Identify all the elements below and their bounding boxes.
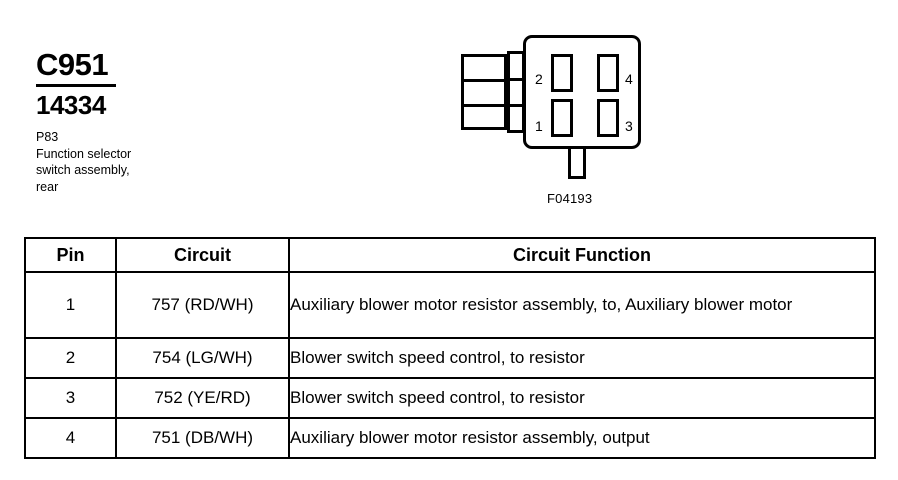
column-header-circuit: Circuit — [115, 237, 290, 273]
table-row: 2 754 (LG/WH) Blower switch speed contro… — [24, 337, 876, 379]
connector-identification-block: C951 14334 P83 Function selector switch … — [36, 48, 216, 195]
terminal-slot-pin-3 — [597, 99, 619, 137]
table-header: Pin Circuit Circuit Function — [24, 237, 876, 273]
identification-divider-rule — [36, 84, 116, 87]
connector-diagram: 2 4 1 3 F04193 — [452, 28, 662, 218]
cell-circuit: 757 (RD/WH) — [115, 271, 290, 339]
table-body: 1 757 (RD/WH) Auxiliary blower motor res… — [24, 271, 876, 459]
cell-pin: 4 — [24, 417, 117, 459]
terminal-slot-pin-1 — [551, 99, 573, 137]
table-row: 4 751 (DB/WH) Auxiliary blower motor res… — [24, 417, 876, 459]
cell-function: Auxiliary blower motor resistor assembly… — [288, 417, 876, 459]
connector-bottom-tab-icon — [568, 146, 586, 179]
cell-function: Blower switch speed control, to resistor — [288, 337, 876, 379]
table-header-row: Pin Circuit Circuit Function — [24, 237, 876, 273]
column-header-function: Circuit Function — [288, 237, 876, 273]
cell-pin: 1 — [24, 271, 117, 339]
cell-pin: 2 — [24, 337, 117, 379]
terminal-slot-pin-2 — [551, 54, 573, 92]
description-line-3: switch assembly, — [36, 163, 130, 177]
description-line-2: Function selector — [36, 146, 132, 161]
table-row: 1 757 (RD/WH) Auxiliary blower motor res… — [24, 271, 876, 339]
latch-block-divider-1 — [464, 79, 504, 82]
column-header-pin: Pin — [24, 237, 117, 273]
connector-id-label: C951 — [36, 47, 109, 82]
pin-assignment-table: Pin Circuit Circuit Function 1 757 (RD/W… — [24, 237, 876, 459]
cell-pin: 3 — [24, 377, 117, 419]
pin-number-2-label: 2 — [535, 71, 543, 87]
cell-circuit: 752 (YE/RD) — [115, 377, 290, 419]
terminal-slot-pin-4 — [597, 54, 619, 92]
description-line-1: P83 — [36, 130, 59, 144]
part-number-label: 14334 — [36, 90, 106, 120]
description-line-4: rear — [36, 179, 59, 194]
pin-number-4-label: 4 — [625, 71, 633, 87]
cell-function: Auxiliary blower motor resistor assembly… — [288, 271, 876, 339]
pin-number-1-label: 1 — [535, 118, 543, 134]
connector-body-outline: 2 4 1 3 — [523, 35, 641, 149]
connector-description-block: P83 Function selector switch assembly, r… — [36, 129, 216, 195]
latch-block-divider-2 — [464, 104, 504, 107]
figure-caption: F04193 — [547, 191, 593, 206]
cell-function: Blower switch speed control, to resistor — [288, 377, 876, 419]
table-row: 3 752 (YE/RD) Blower switch speed contro… — [24, 377, 876, 419]
side-rail-divider-1 — [510, 78, 522, 81]
connector-latch-block-icon — [461, 54, 507, 130]
cell-circuit: 754 (LG/WH) — [115, 337, 290, 379]
side-rail-divider-2 — [510, 104, 522, 107]
pin-number-3-label: 3 — [625, 118, 633, 134]
cell-circuit: 751 (DB/WH) — [115, 417, 290, 459]
